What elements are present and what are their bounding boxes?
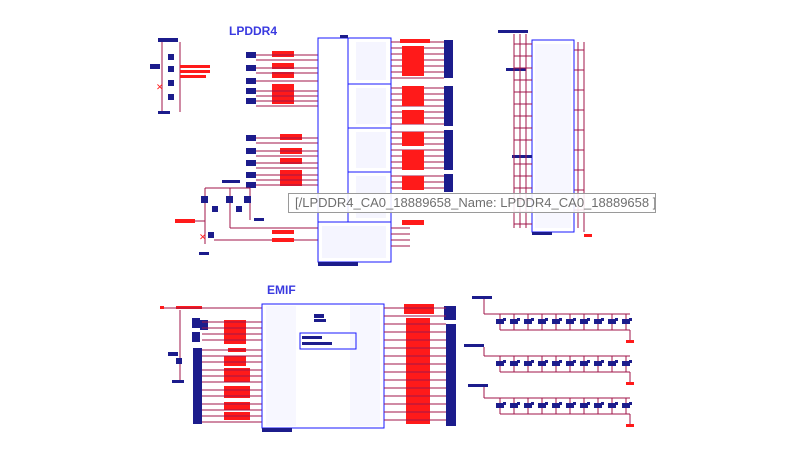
decoupling-capacitor [524, 398, 534, 414]
decoupling-capacitor [510, 398, 520, 414]
lpddr4-block: ✕ [150, 30, 592, 266]
emif-block [160, 296, 634, 432]
lpddr4-right-bus [391, 39, 453, 247]
decoupling-capacitor [552, 356, 562, 372]
emif-ic [261, 303, 385, 432]
lpddr4-section-title: LPDDR4 [229, 24, 278, 38]
decoupling-capacitor [510, 314, 520, 330]
decoupling-capacitor [594, 398, 604, 414]
decoupling-capacitor [538, 356, 548, 372]
decoupling-capacitor [608, 398, 618, 414]
decoupling-capacitor [510, 356, 520, 372]
decoupling-capacitor [496, 398, 506, 414]
decoupling-capacitor [580, 356, 590, 372]
emif-decap-bank-3 [468, 384, 634, 427]
emif-section-title: EMIF [267, 283, 296, 297]
emif-left-network [160, 306, 262, 383]
decoupling-capacitor [608, 356, 618, 372]
net-name-tooltip: [/LPDDR4_CA0_18889658_Name: LPDDR4_CA0_1… [288, 193, 656, 213]
lpddr4-left-rail: ✕ [150, 38, 210, 114]
decoupling-capacitor [594, 314, 604, 330]
decoupling-capacitor [580, 314, 590, 330]
decoupling-capacitor [552, 398, 562, 414]
decoupling-capacitor [580, 398, 590, 414]
decoupling-capacitor [552, 314, 562, 330]
svg-text:✕: ✕ [156, 83, 164, 93]
decoupling-capacitor [608, 314, 618, 330]
decoupling-capacitor [538, 398, 548, 414]
decoupling-capacitor [566, 398, 576, 414]
decoupling-capacitor [566, 356, 576, 372]
decoupling-capacitor [524, 314, 534, 330]
decoupling-capacitor [566, 314, 576, 330]
decoupling-capacitor [538, 314, 548, 330]
decoupling-capacitor [496, 314, 506, 330]
decoupling-capacitor [524, 356, 534, 372]
emif-left-ports [193, 320, 262, 424]
decoupling-capacitor [622, 314, 632, 330]
lpddr4-inputs-lower [246, 134, 318, 188]
lpddr4-inputs-upper [246, 51, 318, 107]
svg-text:✕: ✕ [199, 233, 207, 243]
emif-decap-bank-2 [464, 344, 634, 385]
lpddr4-ic [317, 35, 392, 266]
emif-decap-bank-1 [472, 296, 634, 343]
decoupling-capacitor [622, 398, 632, 414]
lpddr4-reset-network: ✕ [175, 180, 318, 255]
emif-right-bus [384, 304, 456, 426]
decoupling-capacitor [594, 356, 604, 372]
decoupling-capacitor [496, 356, 506, 372]
decoupling-capacitor [622, 356, 632, 372]
